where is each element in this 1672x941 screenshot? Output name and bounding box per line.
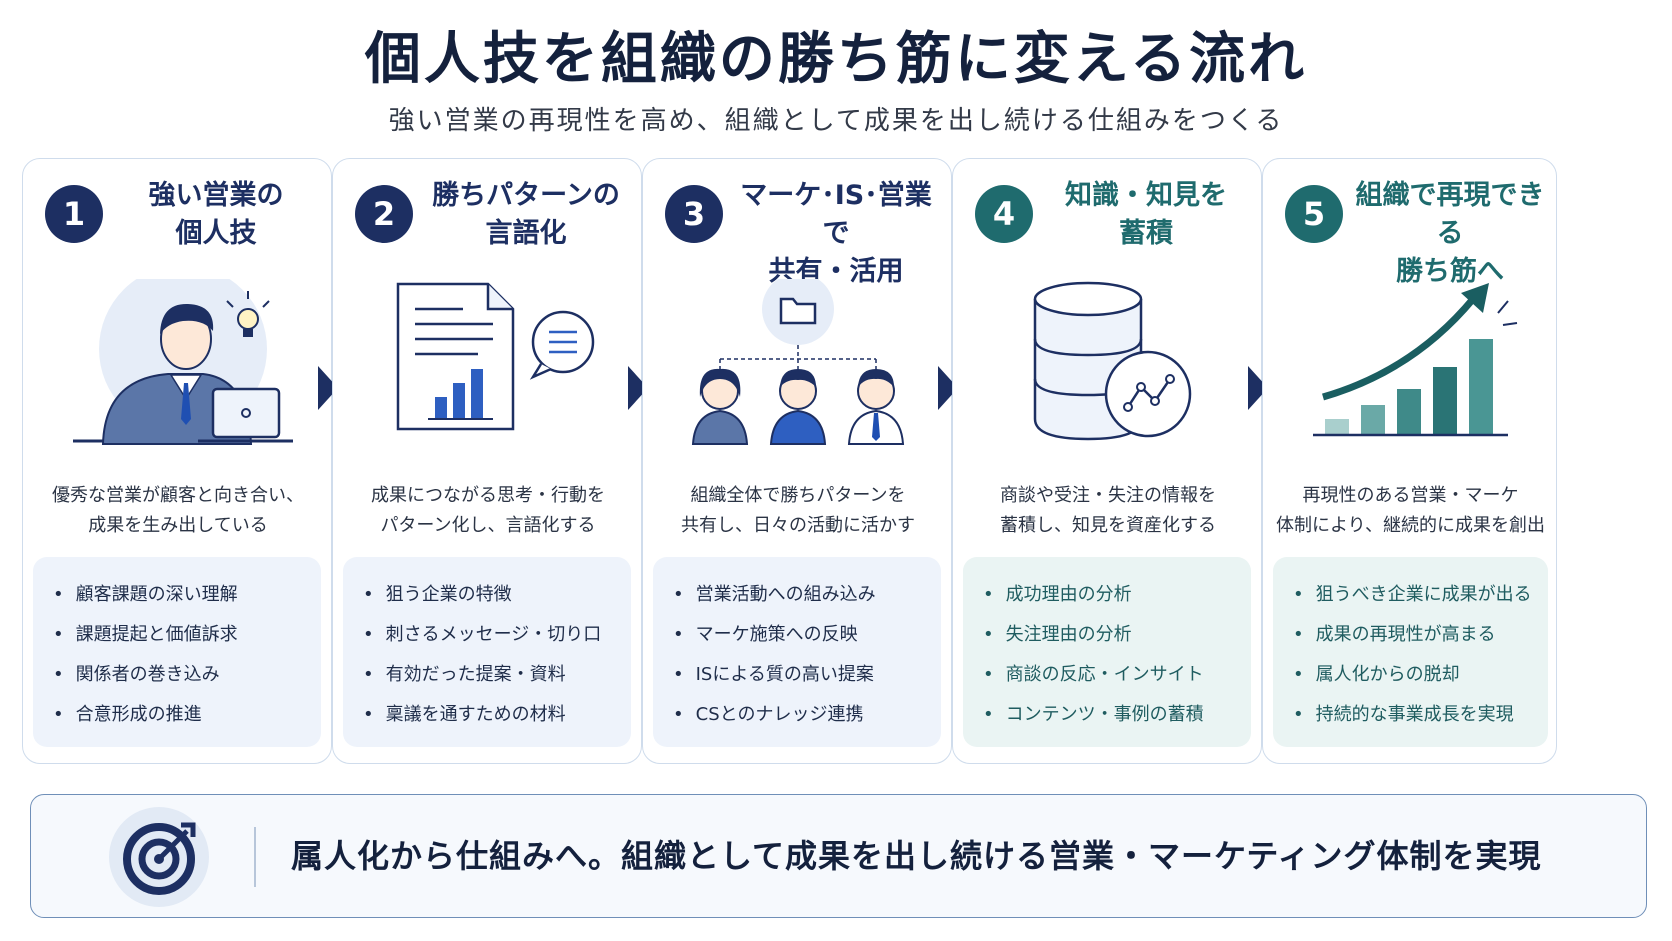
step-card-2: 2 勝ちパターンの 言語化 成果につながる思考・行動を パターン化し、言語化する… <box>332 158 642 764</box>
step-description-3: 組織全体で勝ちパターンを 共有し、日々の活動に活かす <box>681 485 915 536</box>
step-title-4: 知識・知見を 蓄積 <box>1065 180 1227 249</box>
flow-cards: 1 強い営業の 個人技 優秀な営業が顧客と向き合い、 成果を生み出している 顧客… <box>22 158 1657 764</box>
step-bullets-3: 営業活動への組み込み マーケ施策への反映 ISによる質の高い提案 CSとのナレッ… <box>653 557 941 747</box>
list-item: 有効だった提案・資料 <box>363 655 631 695</box>
step-number-3: 3 <box>665 185 723 243</box>
list-item: 失注理由の分析 <box>983 615 1251 655</box>
list-item: コンテンツ・事例の蓄積 <box>983 695 1251 735</box>
list-item: 狙う企業の特徴 <box>363 575 631 615</box>
step-description-5: 再現性のある営業・マーケ 体制により、継続的に成果を創出 <box>1276 485 1545 536</box>
step-title-2: 勝ちパターンの 言語化 <box>432 180 620 249</box>
document-chart-icon <box>396 282 595 431</box>
list-item: 顧客課題の深い理解 <box>53 575 321 615</box>
list-item: 狙うべき企業に成果が出る <box>1293 575 1548 615</box>
list-item: 商談の反応・インサイト <box>983 655 1251 695</box>
step-title-3: マーケ･IS･営業で 共有・活用 <box>740 180 932 287</box>
list-item: 課題提起と価値訴求 <box>53 615 321 655</box>
page-title: 個人技を組織の勝ち筋に変える流れ <box>364 27 1308 92</box>
step-bullets-4: 成功理由の分析 失注理由の分析 商談の反応・インサイト コンテンツ・事例の蓄積 <box>963 557 1251 747</box>
step-description-2: 成果につながる思考・行動を パターン化し、言語化する <box>371 485 605 536</box>
list-item: 持続的な事業成長を実現 <box>1293 695 1548 735</box>
step-card-3: 3 マーケ･IS･営業で 共有・活用 組織全 <box>642 158 952 764</box>
step-card-5: 5 組織で再現できる 勝ち筋へ 再現性のある営業・マーケ 体制により、継続的に成… <box>1262 158 1557 764</box>
banner-text: 属人化から仕組みへ。組織として成果を出し続ける営業・マーケティング体制を実現 <box>291 837 1542 875</box>
target-icon <box>109 807 209 907</box>
step-title-5: 組織で再現できる 勝ち筋へ <box>1355 180 1545 287</box>
step-number-1: 1 <box>45 185 103 243</box>
list-item: ISによる質の高い提案 <box>673 655 941 695</box>
list-item: 成功理由の分析 <box>983 575 1251 615</box>
step-bullets-5: 狙うべき企業に成果が出る 成果の再現性が高まる 属人化からの脱却 持続的な事業成… <box>1273 557 1548 747</box>
list-item: マーケ施策への反映 <box>673 615 941 655</box>
list-item: 成果の再現性が高まる <box>1293 615 1548 655</box>
list-item: 関係者の巻き込み <box>53 655 321 695</box>
list-item: 刺さるメッセージ・切り口 <box>363 615 631 655</box>
growth-chart-icon <box>1313 283 1518 437</box>
step-description-4: 商談や受注・失注の情報を 蓄積し、知見を資産化する <box>1000 485 1216 536</box>
list-item: 属人化からの脱却 <box>1293 655 1548 695</box>
list-item: 合意形成の推進 <box>53 695 321 735</box>
step-bullets-2: 狙う企業の特徴 刺さるメッセージ・切り口 有効だった提案・資料 稟議を通すための… <box>343 557 631 747</box>
list-item: CSとのナレッジ連携 <box>673 695 941 735</box>
list-item: 営業活動への組み込み <box>673 575 941 615</box>
page-subtitle: 強い営業の再現性を高め、組織として成果を出し続ける仕組みをつくる <box>388 106 1284 136</box>
team-folder-icon <box>691 279 905 445</box>
step-number-4: 4 <box>975 185 1033 243</box>
database-analytics-icon <box>1033 281 1192 441</box>
divider <box>254 827 256 887</box>
businessman-laptop-icon <box>73 279 293 445</box>
step-title-1: 強い営業の 個人技 <box>148 180 284 249</box>
step-description-1: 優秀な営業が顧客と向き合い、 成果を生み出している <box>52 485 304 536</box>
step-bullets-1: 顧客課題の深い理解 課題提起と価値訴求 関係者の巻き込み 合意形成の推進 <box>33 557 321 747</box>
summary-banner: 属人化から仕組みへ。組織として成果を出し続ける営業・マーケティング体制を実現 <box>30 794 1647 918</box>
step-number-5: 5 <box>1285 185 1343 243</box>
step-card-1: 1 強い営業の 個人技 優秀な営業が顧客と向き合い、 成果を生み出している 顧客… <box>22 158 332 764</box>
step-card-4: 4 知識・知見を 蓄積 商談や受注・失注の情報を 蓄積し、知見を資産化する 成功… <box>952 158 1262 764</box>
step-number-2: 2 <box>355 185 413 243</box>
list-item: 稟議を通すための材料 <box>363 695 631 735</box>
